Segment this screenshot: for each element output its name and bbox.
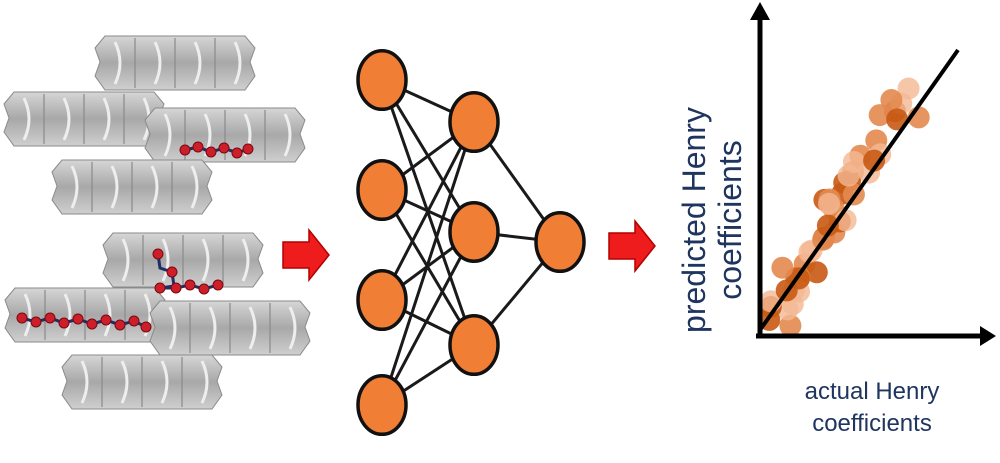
right-arrow-icon xyxy=(282,229,330,281)
zeolite-channel xyxy=(3,286,167,344)
network-node xyxy=(534,210,586,274)
scatter-point xyxy=(816,214,839,237)
network-node xyxy=(448,313,500,377)
adsorbed-molecule xyxy=(16,312,152,333)
zeolite-channel xyxy=(93,34,257,92)
right-arrow-icon xyxy=(608,220,656,272)
network-node xyxy=(356,268,408,332)
network-node xyxy=(448,200,500,264)
zeolite-structure xyxy=(2,34,312,411)
network-nodes xyxy=(356,48,586,437)
network-node xyxy=(356,158,408,222)
scatter-point xyxy=(837,164,860,187)
scatter-point xyxy=(805,261,828,284)
y-axis-arrowhead-icon xyxy=(750,2,770,20)
scatter-point xyxy=(776,298,799,321)
network-edge xyxy=(380,121,476,301)
parity-line xyxy=(758,48,960,332)
zeolite-channel xyxy=(101,231,265,289)
zeolite-channel xyxy=(148,299,312,357)
scatter-point xyxy=(771,256,794,279)
neural-network xyxy=(356,48,586,437)
zeolite-channel xyxy=(2,90,166,148)
zeolite-channel xyxy=(60,353,224,411)
network-edge xyxy=(380,121,476,406)
network-edge xyxy=(380,231,476,406)
network-node xyxy=(356,48,408,112)
scatter-point xyxy=(779,314,802,337)
zeolite-channel xyxy=(143,106,307,164)
adsorbed-molecule xyxy=(179,141,254,159)
scatter-point xyxy=(818,192,840,215)
zeolite-channel xyxy=(50,158,214,216)
x-axis-arrowhead-icon xyxy=(980,326,996,346)
scatter-point xyxy=(880,89,903,111)
scatter-point xyxy=(868,104,891,127)
network-node xyxy=(356,373,408,437)
network-node xyxy=(448,90,500,154)
scatter-point xyxy=(863,149,886,172)
parity-plot xyxy=(750,2,996,346)
adsorbed-molecule xyxy=(152,248,224,295)
